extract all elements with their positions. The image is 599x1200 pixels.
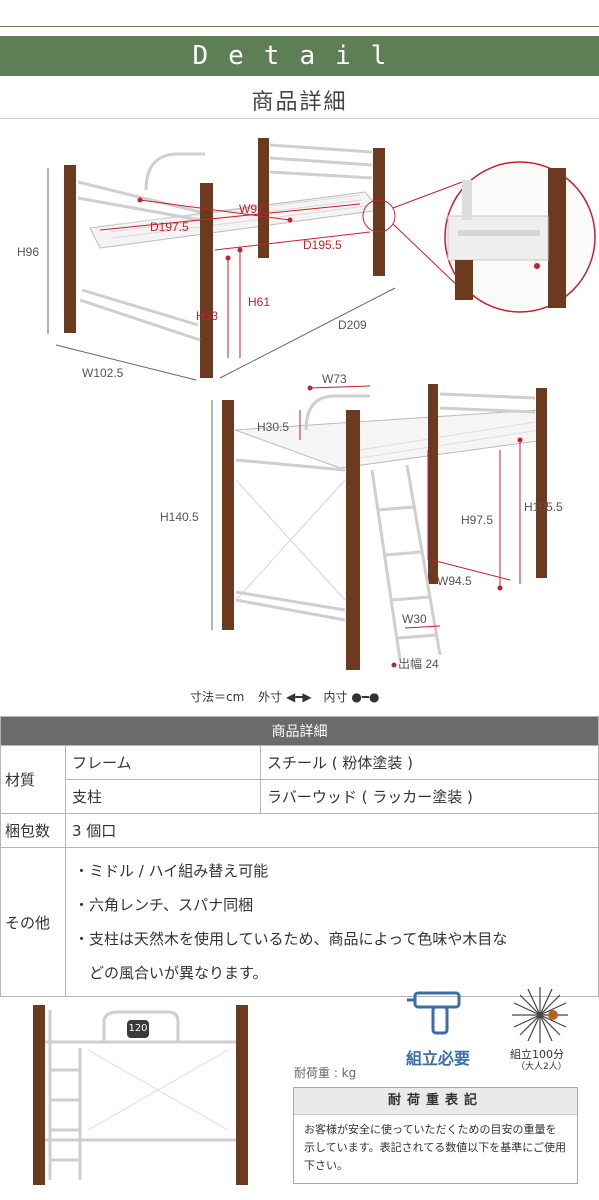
other-label: その他 <box>0 847 66 997</box>
load-unit-label: 耐荷重 : kg <box>294 1066 357 1080</box>
legend-unit: 寸法＝cm <box>190 690 245 704</box>
dim-d195-5: D195.5 <box>303 238 342 252</box>
load-weight-badge: 120 <box>127 1020 149 1038</box>
other-notes: ・ミドル / ハイ組み替え可能 ・六角レンチ、スパナ同梱 ・支柱は天然木を使用し… <box>65 847 599 997</box>
post-value: ラバーウッド ( ラッカー塗装 ) <box>260 779 599 814</box>
dim-h140-5: H140.5 <box>160 510 199 524</box>
high-bed-diagram <box>211 384 547 670</box>
packages-label: 梱包数 <box>0 813 66 848</box>
back-right-post <box>373 148 385 276</box>
frame-value: スチール ( 粉体塗装 ) <box>260 745 599 780</box>
load-bed-diagram <box>33 1005 248 1185</box>
load-value: 120 <box>128 1023 148 1034</box>
post-label: 支柱 <box>65 779 261 814</box>
frame-label: フレーム <box>65 745 261 780</box>
front-right-post <box>200 183 213 378</box>
dim-h61: H61 <box>248 295 271 309</box>
dim-h105-5: H105.5 <box>524 500 563 514</box>
spec-table: 商品詳細 材質 フレーム スチール ( 粉体塗装 ) 支柱 ラバーウッド ( ラ… <box>0 716 599 997</box>
legend-outer: 外寸 <box>258 690 283 704</box>
assembly-people: （大人2人） <box>516 1062 567 1072</box>
notice-title: 耐荷重表記 <box>294 1088 577 1115</box>
dim-w30: W30 <box>402 612 427 626</box>
detail-title-bar: Detail <box>0 36 599 76</box>
middle-bed-diagram <box>47 138 596 381</box>
other-note: どの風合いが異なります。 <box>74 964 268 982</box>
legend-inner: 内寸 <box>323 690 348 704</box>
dim-protrusion-24: 出幅 24 <box>398 657 439 671</box>
assembly-time: 組立100分 <box>510 1048 564 1061</box>
dim-d197-5: D197.5 <box>150 220 189 234</box>
material-label: 材質 <box>0 745 66 814</box>
notice-body: お客様が安全に使っていただくための目安の重量を示しています。表記されてる数値以下… <box>304 1123 567 1172</box>
other-note: ・六角レンチ、スパナ同梱 <box>74 896 254 914</box>
clock-burst-icon <box>512 987 568 1043</box>
back-left-post <box>258 138 269 258</box>
drill-icon <box>407 991 461 1035</box>
other-note: ・支柱は天然木を使用しているため、商品によって色味や木目な <box>74 930 508 948</box>
page-subtitle: 商品詳細 <box>251 90 348 115</box>
detail-title: Detail <box>192 41 407 71</box>
dim-h30-5: H30.5 <box>257 420 290 434</box>
dimension-legend: 寸法＝cm 外寸 ◀━▶ 内寸 ●━● <box>190 688 380 705</box>
dim-h96: H96 <box>17 245 40 259</box>
header-bottom-rule <box>0 118 599 119</box>
high-post-right <box>536 388 547 578</box>
dim-w94-5: W94.5 <box>437 574 472 588</box>
dim-h53: H53 <box>196 309 219 323</box>
dim-w102-5: W102.5 <box>82 366 124 380</box>
dim-w97: W97 <box>239 202 264 216</box>
double-arrow-icon: ◀━▶ <box>285 690 312 704</box>
high-post-back <box>428 384 438 584</box>
dim-h97-5: H97.5 <box>461 513 494 527</box>
load-notice-box: 耐荷重表記 お客様が安全に使っていただくための目安の重量を示しています。表記され… <box>293 1087 578 1184</box>
assembly-required: 組立必要 <box>406 1049 471 1068</box>
front-left-post <box>64 165 76 333</box>
dim-d209: D209 <box>338 318 367 332</box>
high-post-left <box>222 400 234 630</box>
packages-value: 3 個口 <box>65 813 599 848</box>
high-post-front <box>346 410 360 670</box>
dot-line-icon: ●━● <box>351 690 380 704</box>
spec-table-header: 商品詳細 <box>0 716 599 746</box>
other-note: ・ミドル / ハイ組み替え可能 <box>74 862 269 880</box>
dim-w73: W73 <box>322 372 347 386</box>
header-top-rule <box>0 26 599 27</box>
